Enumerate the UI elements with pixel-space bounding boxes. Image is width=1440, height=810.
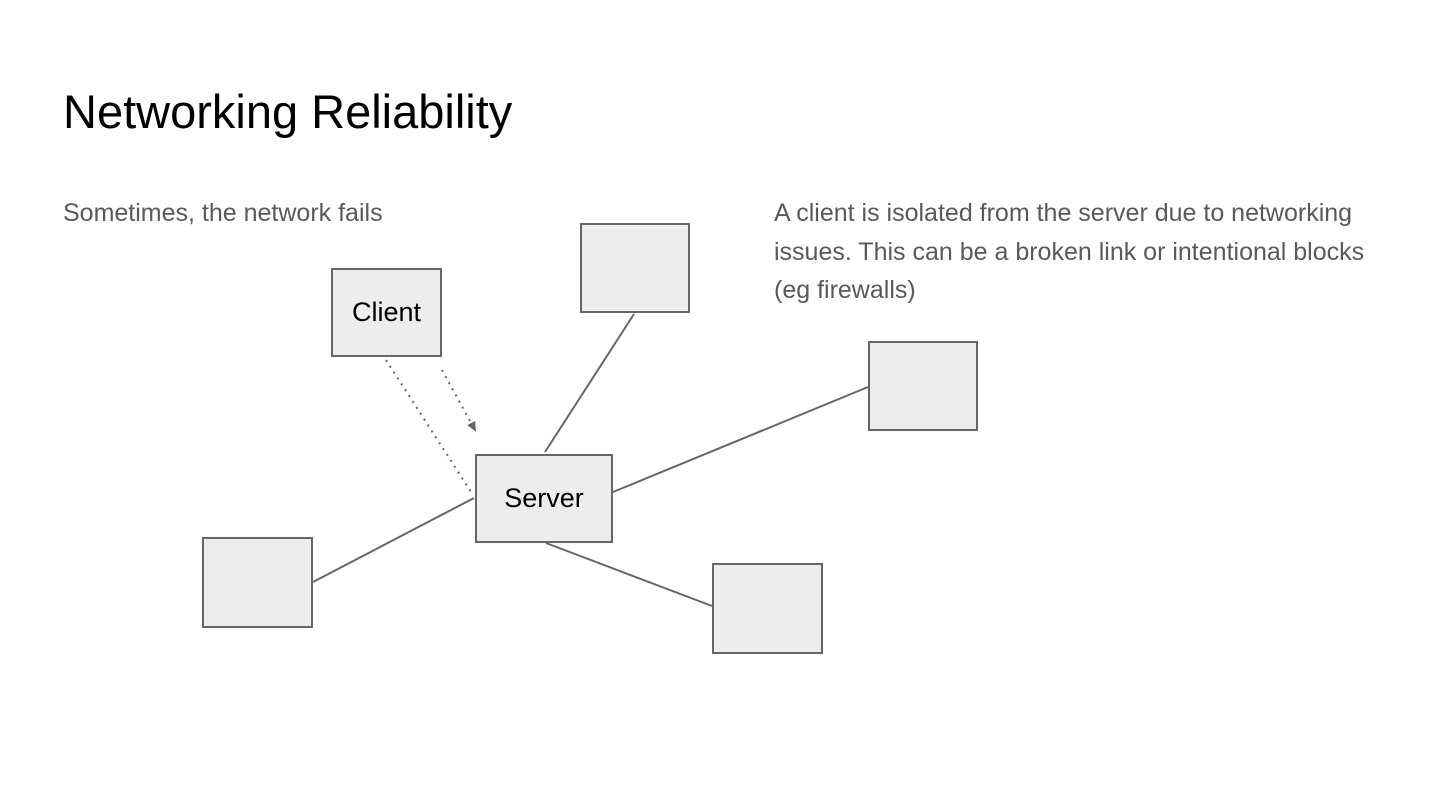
edge-server-to-bottom-left bbox=[312, 497, 475, 583]
diagram-node-server: Server bbox=[475, 454, 613, 543]
edge-client-to-server-short bbox=[441, 369, 476, 432]
edge-server-to-bottom-right bbox=[545, 542, 713, 607]
diagram-node-right bbox=[868, 341, 978, 431]
node-label: Client bbox=[351, 297, 422, 327]
left-caption: Sometimes, the network fails bbox=[63, 199, 383, 227]
slide-title: Networking Reliability bbox=[63, 85, 513, 138]
edge-server-to-top bbox=[544, 313, 635, 453]
diagram-node-client: Client bbox=[331, 268, 442, 357]
diagram-node-bottom-left bbox=[202, 537, 313, 628]
diagram-node-bottom-right bbox=[712, 563, 823, 654]
node-label: Server bbox=[504, 483, 584, 513]
edge-client-to-server-long bbox=[385, 359, 474, 496]
diagram-node-top bbox=[580, 223, 690, 313]
right-caption: A client is isolated from the server due… bbox=[774, 199, 1365, 304]
edge-server-to-right bbox=[612, 386, 869, 493]
